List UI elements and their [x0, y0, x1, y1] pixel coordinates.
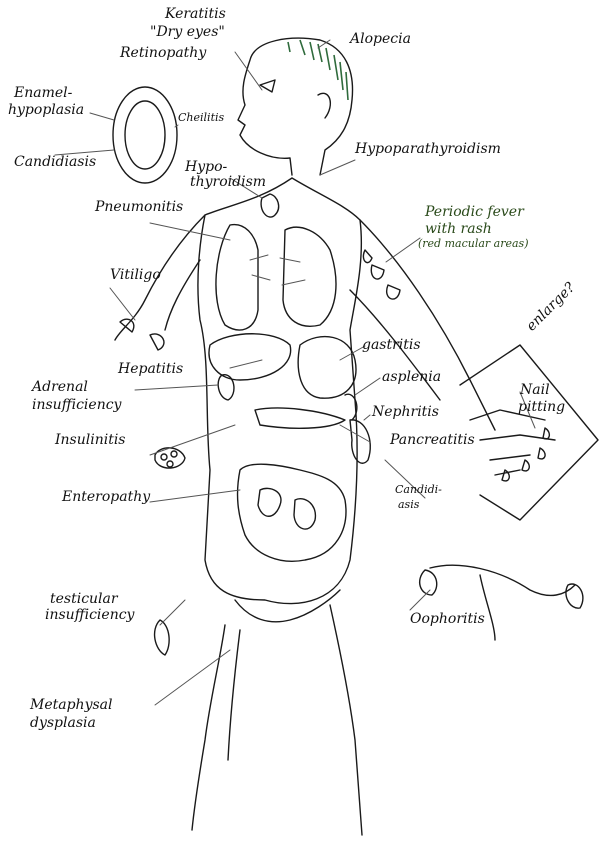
label-metaphyseal-1: Metaphysal — [30, 698, 113, 712]
islet — [155, 448, 185, 468]
label-asplenia: asplenia — [382, 370, 441, 384]
label-candidi: Candidi- — [395, 484, 442, 495]
label-adrenal-1: Adrenal — [32, 380, 88, 394]
enlarge-box — [460, 345, 598, 520]
adrenal-gland — [218, 375, 234, 400]
label-hypothyroidism-1: Hypo- — [185, 160, 227, 174]
label-enamel-2: hypoplasia — [8, 103, 84, 117]
label-pitting: pitting — [518, 400, 565, 414]
uterus-tube — [430, 565, 575, 640]
label-hepatitis: Hepatitis — [118, 362, 183, 376]
label-red-macular: (red macular areas) — [418, 238, 528, 249]
right-arm — [350, 220, 495, 430]
label-testicular-2: insufficiency — [45, 608, 134, 622]
right-leg-bone — [330, 605, 362, 835]
stomach — [298, 337, 356, 399]
label-nephritis: Nephritis — [372, 405, 439, 419]
right-hand — [470, 410, 555, 475]
label-metaphyseal-2: dysplasia — [30, 716, 96, 730]
rash-patches — [363, 250, 400, 299]
label-hypothyroidism-2: thyroidism — [190, 175, 266, 189]
label-pneumonitis: Pneumonitis — [95, 200, 183, 214]
label-nail: Nail — [520, 383, 550, 397]
label-periodic-fever: Periodic fever — [425, 205, 524, 219]
left-lung — [216, 225, 258, 330]
label-cheilitis: Cheilitis — [178, 112, 224, 123]
intestines — [238, 464, 346, 561]
right-lung — [283, 227, 336, 326]
liver — [209, 334, 291, 380]
label-testicular-1: testicular — [50, 592, 118, 606]
label-enteropathy: Enteropathy — [62, 490, 150, 504]
label-oophoritis: Oophoritis — [410, 612, 485, 626]
kidney — [350, 420, 370, 463]
label-retinopathy: Retinopathy — [120, 46, 206, 60]
testicle — [155, 620, 170, 655]
label-dry-eyes: "Dry eyes" — [150, 25, 225, 39]
label-with-rash: with rash — [425, 222, 492, 236]
label-keratitis: Keratitis — [165, 7, 226, 21]
label-pancreatitis: Pancreatitis — [390, 433, 475, 447]
label-gastritis: gastritis — [362, 338, 421, 352]
hair — [288, 40, 348, 100]
ear — [318, 93, 330, 118]
label-asis: asis — [398, 499, 419, 510]
label-insulinitis: Insulinitis — [55, 433, 126, 447]
vitiligo-patches — [120, 319, 164, 350]
ovary-right — [566, 584, 583, 608]
pancreas — [255, 408, 345, 428]
thyroid-gland — [261, 194, 279, 217]
label-enamel-1: Enamel- — [14, 86, 72, 100]
label-candidiasis-oral: Candidiasis — [14, 155, 96, 169]
label-alopecia: Alopecia — [350, 32, 411, 46]
left-leg-bone — [192, 625, 240, 830]
label-hypoparathyroidism: Hypoparathyroidism — [355, 142, 501, 156]
label-adrenal-2: insufficiency — [32, 398, 121, 412]
label-vitiligo: Vitiligo — [110, 268, 161, 282]
